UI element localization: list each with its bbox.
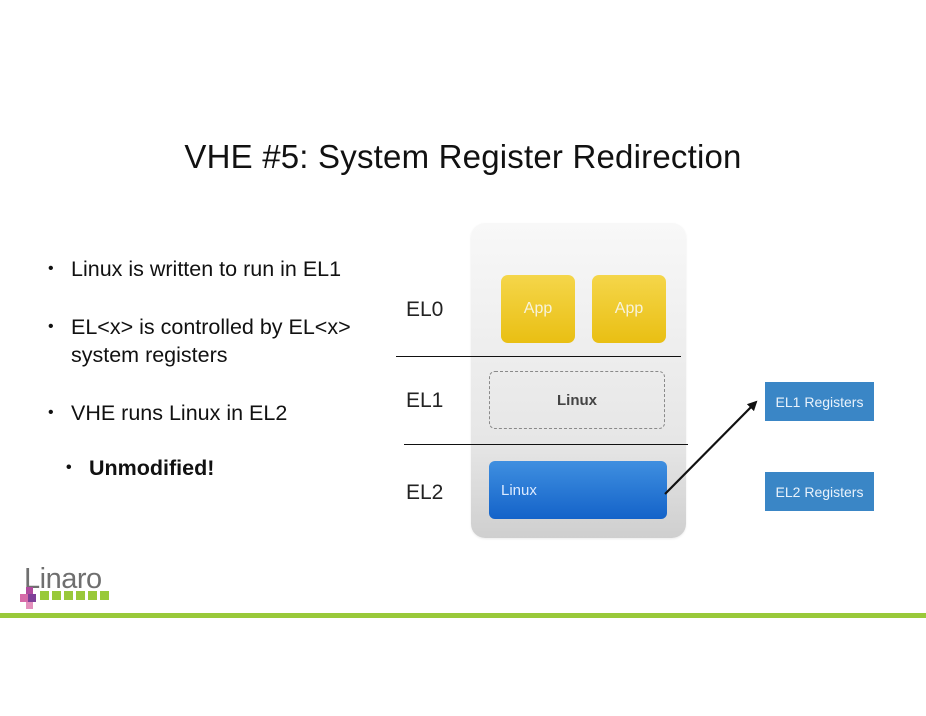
slide-title: VHE #5: System Register Redirection <box>184 138 742 175</box>
el1-el2-divider <box>404 444 688 445</box>
bullet-item: • Linux is written to run in EL1 <box>48 255 368 283</box>
linaro-squares-icon <box>20 587 109 609</box>
bullet-item: • VHE runs Linux in EL2 <box>48 399 368 427</box>
bullet-dot-icon: • <box>48 318 54 335</box>
el0-el1-divider <box>396 356 681 357</box>
linux-el1-box: Linux <box>489 371 665 429</box>
bullet-item: • EL<x> is controlled by EL<x> system re… <box>48 313 368 369</box>
bullet-list: • Linux is written to run in EL1 • EL<x>… <box>48 255 368 512</box>
app-box: App <box>592 275 666 343</box>
bullet-text: EL<x> is controlled by EL<x> system regi… <box>71 315 351 367</box>
bullet-dot-icon: • <box>66 459 72 476</box>
bullet-text: Linux is written to run in EL1 <box>71 257 342 281</box>
bullet-dot-icon: • <box>48 404 54 421</box>
el2-label: EL2 <box>406 481 444 504</box>
el1-label: EL1 <box>406 389 444 412</box>
el1-registers-box: EL1 Registers <box>765 382 874 421</box>
app-box: App <box>501 275 575 343</box>
linaro-logo: Linaro <box>20 563 109 609</box>
sub-bullet-text: Unmodified! <box>89 456 215 480</box>
bullet-dot-icon: • <box>48 260 54 277</box>
linux-el2-box: Linux <box>489 461 667 519</box>
el0-label: EL0 <box>406 298 444 321</box>
sub-bullet-item: • Unmodified! <box>66 454 368 482</box>
footer-accent-bar <box>0 613 926 618</box>
bullet-text: VHE runs Linux in EL2 <box>71 401 288 425</box>
linaro-wordmark: Linaro <box>24 563 102 595</box>
el2-registers-box: EL2 Registers <box>765 472 874 511</box>
